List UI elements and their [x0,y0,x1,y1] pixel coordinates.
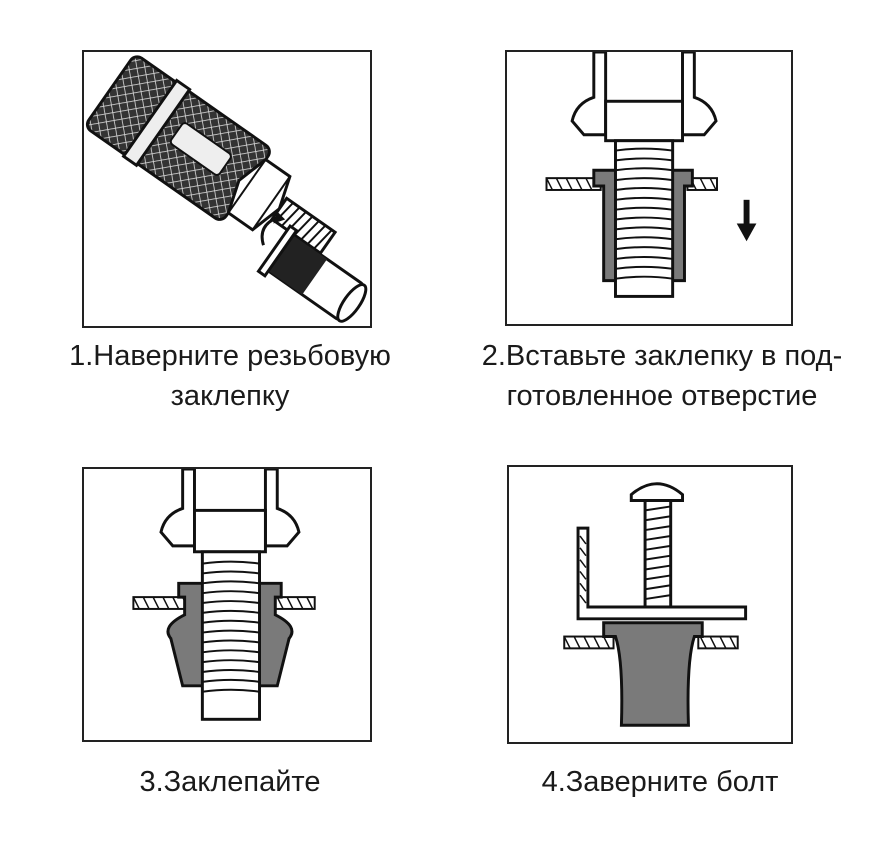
bolt-icon [509,467,791,742]
step-2-caption-line2: готовленное отверстие [432,376,892,416]
insert-rivet-icon [507,52,791,324]
step-2-caption: 2.Вставьте заклепку в под- готовленное о… [432,336,892,416]
step-2-caption-line1: 2.Вставьте заклепку в под- [432,336,892,376]
down-arrow-icon [737,200,757,241]
step-4-illustration [507,465,793,744]
step-1-illustration [82,50,372,328]
step-3-caption-line1: 3.Заклепайте [20,762,440,802]
step-4-caption-line1: 4.Заверните болт [450,762,870,802]
step-3-illustration [82,467,372,742]
step-3-caption: 3.Заклепайте [20,762,440,802]
step-1-caption-line1: 1.Наверните резьбовую [20,336,440,376]
rivet-crimp-icon [84,469,370,740]
thread-on-icon [84,52,370,326]
step-2-illustration [505,50,793,326]
step-4-caption: 4.Заверните болт [450,762,870,802]
step-1-caption: 1.Наверните резьбовую заклепку [20,336,440,416]
step-1-caption-line2: заклепку [20,376,440,416]
